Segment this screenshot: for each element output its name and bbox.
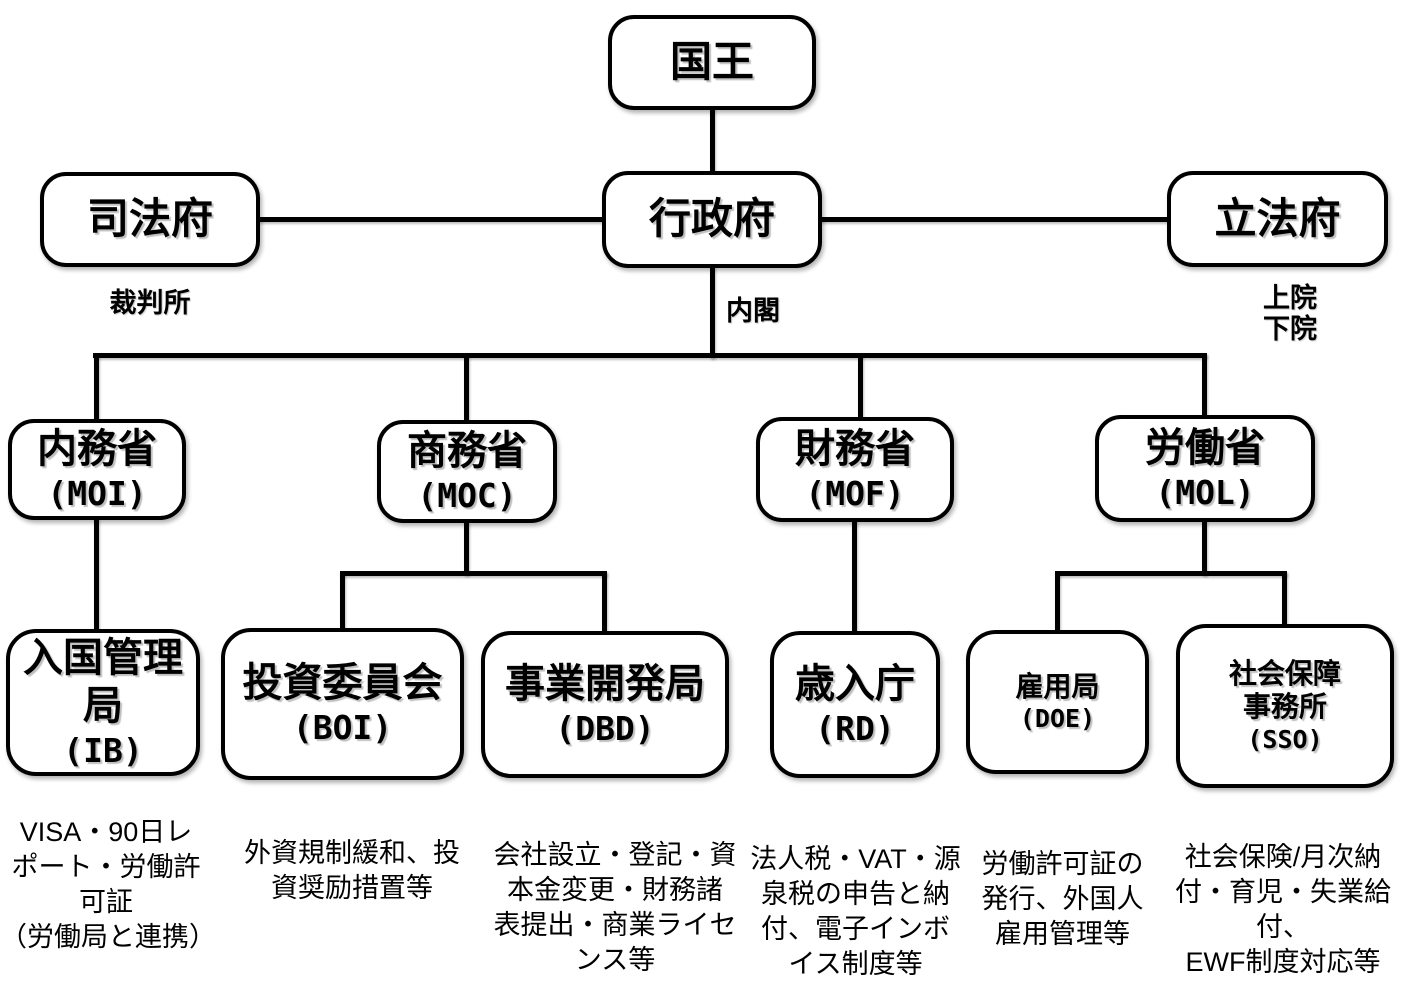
node-mol-name: 労働省 <box>1145 425 1265 470</box>
desc-doe: 労働許可証の 発行、外国人 雇用管理等 <box>981 849 1144 950</box>
connector-executive-legislature <box>820 217 1168 222</box>
node-dbd: 事業開発局 (DBD) <box>481 631 729 778</box>
node-legislature: 立法府 <box>1167 171 1388 267</box>
node-dbd-name: 事業開発局 <box>505 661 705 706</box>
node-boi-acronym: (BOI) <box>292 708 393 748</box>
node-mof-acronym: (MOF) <box>805 473 905 513</box>
node-king: 国王 <box>608 15 816 110</box>
node-moc-acronym: (MOC) <box>417 475 517 515</box>
connector-drop-boi <box>340 571 345 632</box>
connector-drop-dbd <box>602 571 607 635</box>
connector-drop-mol <box>1202 353 1207 419</box>
node-moi: 内務省 (MOI) <box>8 419 186 520</box>
node-mof: 財務省 (MOF) <box>756 417 954 522</box>
node-judiciary: 司法府 <box>40 172 260 267</box>
node-mol: 労働省 (MOL) <box>1095 415 1315 522</box>
desc-rd: 法人税・VAT・源 泉税の申告と納 付、電子インボ イス制度等 <box>750 844 961 980</box>
node-doe: 雇用局 (DOE) <box>966 630 1149 774</box>
node-mof-name: 財務省 <box>795 426 915 471</box>
connector-mol-down <box>1202 520 1207 575</box>
connector-moi-ib <box>94 518 99 633</box>
connector-mof-rd <box>852 520 857 635</box>
node-ib-name: 入国管理 局 <box>23 635 183 728</box>
node-rd: 歳入庁 (RD) <box>770 631 940 778</box>
note-legislature: 上院 下院 <box>1263 283 1317 345</box>
node-mol-acronym: (MOL) <box>1155 472 1255 512</box>
node-moi-acronym: (MOI) <box>47 473 147 513</box>
connector-drop-moc <box>464 353 469 424</box>
desc-dbd: 会社設立・登記・資 本金変更・財務諸 表提出・商業ライセ ンス等 <box>493 840 737 976</box>
node-executive: 行政府 <box>602 171 822 268</box>
connector-ministries-horizontal <box>93 353 1207 358</box>
connector-drop-doe <box>1055 571 1060 634</box>
connector-judiciary-executive <box>258 217 605 222</box>
node-sso: 社会保障 事務所 (SSO) <box>1176 624 1394 788</box>
node-judiciary-label: 司法府 <box>86 195 213 243</box>
node-sso-acronym: (SSO) <box>1247 724 1323 754</box>
node-legislature-label: 立法府 <box>1214 194 1341 242</box>
node-rd-name: 歳入庁 <box>795 661 915 706</box>
note-judiciary: 裁判所 <box>109 288 191 318</box>
node-doe-acronym: (DOE) <box>1019 704 1096 734</box>
node-king-label: 国王 <box>669 38 754 86</box>
connector-executive-down <box>710 266 715 358</box>
connector-drop-mof <box>858 353 863 421</box>
node-moc-name: 商務省 <box>407 428 527 473</box>
desc-sso: 社会保険/月次納 付・育児・失業給付、 EWF制度対応等 <box>1175 842 1391 978</box>
connector-king-executive <box>710 107 715 173</box>
node-dbd-acronym: (DBD) <box>555 708 655 748</box>
node-boi-name: 投資委員会 <box>242 661 443 706</box>
node-moc: 商務省 (MOC) <box>377 420 557 523</box>
node-moi-name: 内務省 <box>37 426 157 471</box>
node-ib-acronym: (IB) <box>63 730 143 770</box>
connector-drop-moi <box>94 353 99 423</box>
connector-moc-horizontal <box>340 571 607 576</box>
node-doe-name: 雇用局 <box>1015 670 1100 702</box>
connector-moc-down <box>464 521 469 575</box>
connector-mol-horizontal <box>1055 571 1287 576</box>
note-executive: 内閣 <box>726 296 780 326</box>
node-rd-acronym: (RD) <box>815 708 895 748</box>
connector-drop-sso <box>1282 571 1287 628</box>
node-sso-name: 社会保障 事務所 <box>1228 657 1341 723</box>
node-boi: 投資委員会 (BOI) <box>221 628 464 780</box>
desc-ib: VISA・90日レ ポート・労働許 可証 （労働局と連携） <box>0 817 216 953</box>
desc-boi: 外資規制緩和、投 資奨励措置等 <box>244 838 460 904</box>
node-executive-label: 行政府 <box>648 195 775 243</box>
node-ib: 入国管理 局 (IB) <box>6 629 200 776</box>
